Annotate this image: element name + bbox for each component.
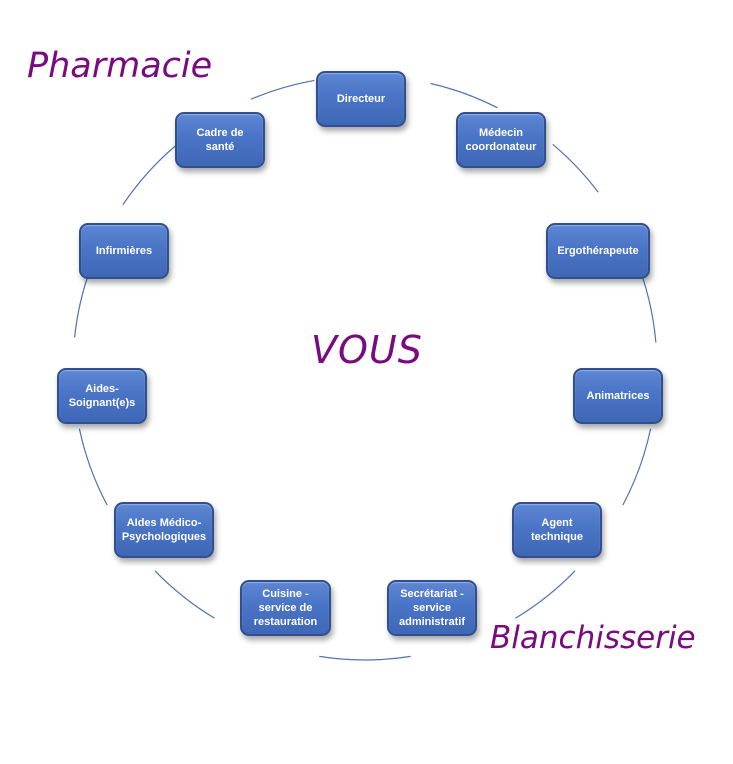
node-label: Secrétariat - service administratif [398,588,465,628]
node-label: Ergothérapeute [557,245,639,257]
node-label: Agent technique [531,517,583,543]
node-label: Animatrices [586,390,650,402]
node-aides-medico-psychologiques[interactable]: AIdes Médico- Psychologiques [114,502,214,558]
node-directeur[interactable]: Directeur [316,71,406,127]
node-label: Infirmières [95,245,153,257]
node-animatrices[interactable]: Animatrices [573,368,663,424]
label-pharmacie: Pharmacie [27,46,213,86]
node-agent-technique[interactable]: Agent technique [512,502,602,558]
node-label: Médecin coordonateur [465,127,537,153]
connector-arc [622,428,652,506]
connector-arc [552,143,599,193]
node-cadre-de-sante[interactable]: Cadre de santé [175,112,265,168]
connector-arc [430,82,498,109]
node-aides-soignants[interactable]: Aides- Soignant(e)s [57,368,147,424]
node-ergotherapeute[interactable]: Ergothérapeute [546,223,650,279]
center-label-vous: VOUS [311,328,423,372]
node-medecin-coordonateur[interactable]: Médecin coordonateur [456,112,546,168]
label-blanchisserie: Blanchisserie [490,620,696,656]
node-infirmieres[interactable]: Infirmières [79,223,169,279]
connector-arc [515,570,576,619]
node-label: Aides- Soignant(e)s [68,383,136,409]
node-label: Directeur [336,93,386,105]
connector-arc [250,79,315,100]
connector-arc [78,428,108,506]
node-secretariat[interactable]: Secrétariat - service administratif [387,580,477,636]
node-label: Cuisine - service de restauration [253,588,318,628]
connector-arc [319,655,411,661]
node-label: Cadre de santé [196,127,244,153]
node-label: AIdes Médico- Psychologiques [121,517,207,543]
connector-arc [154,570,215,619]
node-cuisine[interactable]: Cuisine - service de restauration [240,580,331,636]
